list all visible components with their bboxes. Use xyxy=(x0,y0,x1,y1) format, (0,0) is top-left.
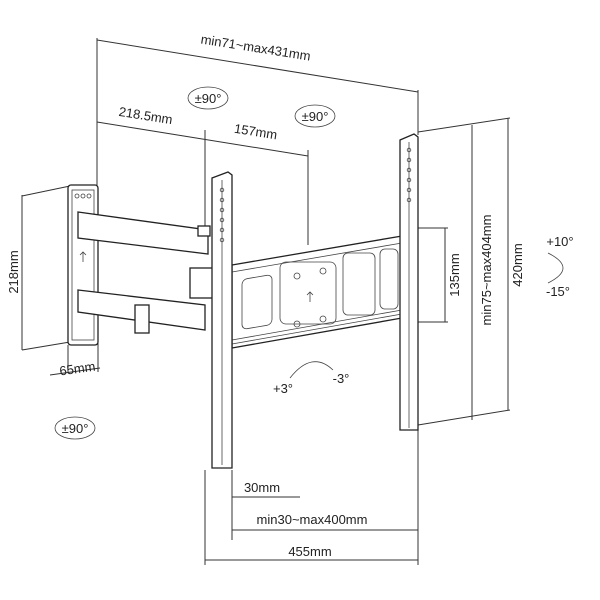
swivel-label-top-right: ±90° xyxy=(302,109,329,124)
wall-plate xyxy=(67,184,99,346)
swivel-label-bottom-left: ±90° xyxy=(62,421,89,436)
wall-plate-height-label: 218mm xyxy=(6,250,21,293)
vesa-vertical-label: min75~max404mm xyxy=(479,215,494,326)
vesa-horizontal-label: min30~max400mm xyxy=(257,512,368,527)
tilt-down-label: -15° xyxy=(546,284,570,299)
tilt-arrow-icon xyxy=(547,252,564,284)
rotate-minus-label: -3° xyxy=(333,371,350,386)
dimension-lines xyxy=(21,38,511,565)
rail-width-label: 30mm xyxy=(244,480,280,495)
swing-arms xyxy=(77,211,215,334)
crossbar xyxy=(231,235,403,349)
rail-height-label: 420mm xyxy=(510,243,525,286)
rotate-arrow-icon xyxy=(289,361,334,379)
arm2-length-label: 157mm xyxy=(233,121,278,143)
arm1-length-label: 218.5mm xyxy=(118,104,174,127)
crossbar-height-label: 135mm xyxy=(447,253,462,296)
tilt-up-label: +10° xyxy=(546,234,573,249)
swivel-symbols xyxy=(54,86,564,440)
arm-extension-label: min71~max431mm xyxy=(200,31,312,63)
vertical-rails xyxy=(211,133,419,469)
overall-width-label: 455mm xyxy=(288,544,331,559)
wall-plate-width-label: 65mm xyxy=(58,359,96,379)
swivel-label-top-left: ±90° xyxy=(195,91,222,106)
rotate-plus-label: +3° xyxy=(273,381,293,396)
